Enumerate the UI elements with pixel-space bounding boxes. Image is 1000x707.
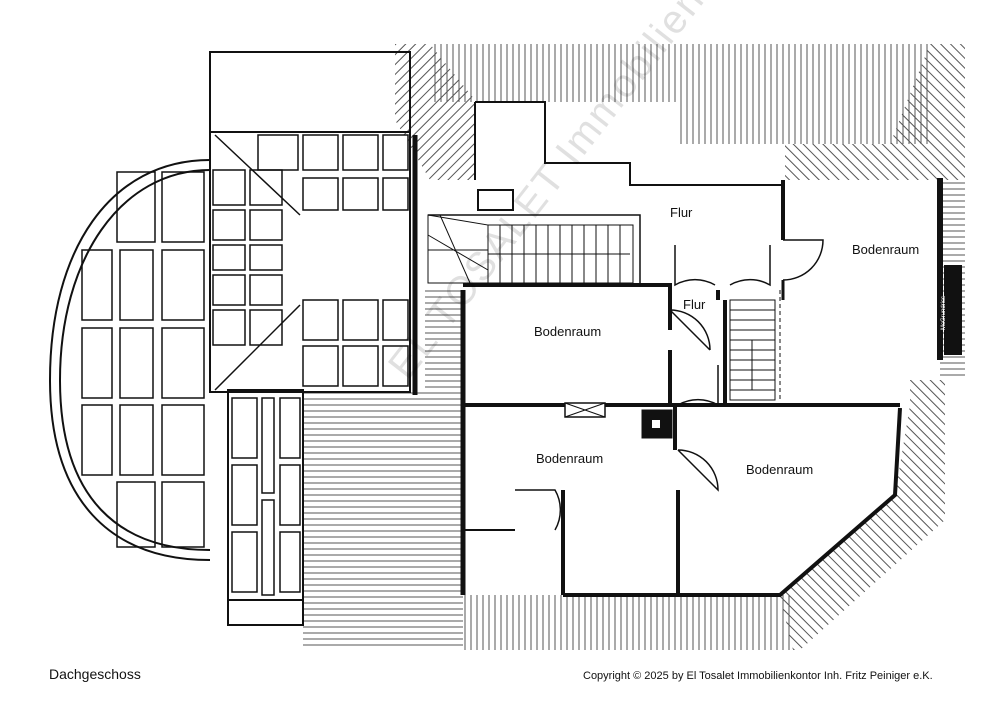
room-label-bodenraum: Bodenraum	[746, 462, 814, 477]
room-label-bodenraum: Bodenraum	[852, 242, 920, 257]
floor-label: Dachgeschoss	[49, 666, 141, 682]
walls	[412, 101, 943, 597]
copyright-text: Copyright © 2025 by El Tosalet Immobilie…	[583, 670, 933, 682]
doors	[515, 239, 824, 531]
room-label-flur: Flur	[670, 205, 693, 220]
room-label-flur: Flur	[683, 297, 706, 312]
small-mark: McGrundriss	[941, 295, 947, 330]
room-label-bodenraum: Bodenraum	[536, 451, 604, 466]
room-label-bodenraum: Bodenraum	[534, 324, 602, 339]
mark-bar	[944, 265, 962, 355]
conservatory	[48, 51, 411, 626]
stairs	[427, 214, 781, 401]
